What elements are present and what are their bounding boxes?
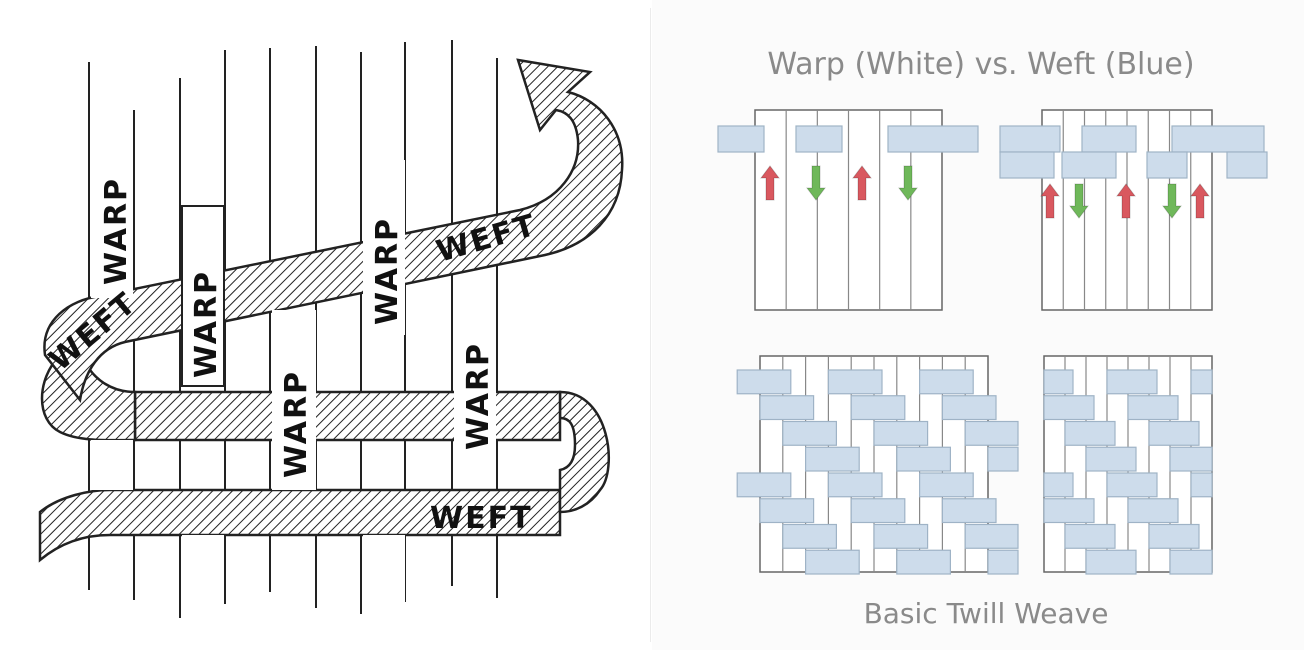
weft-segment bbox=[1128, 396, 1178, 420]
weft-segment bbox=[988, 447, 1018, 471]
weft-segment bbox=[874, 422, 928, 446]
weave-top-right bbox=[1000, 110, 1267, 310]
weft-segment bbox=[1086, 550, 1136, 574]
weft-segment bbox=[942, 499, 996, 523]
twill-bottom-left bbox=[737, 356, 1018, 574]
weft-segment bbox=[1044, 499, 1094, 523]
weft-segment bbox=[988, 550, 1018, 574]
weft-segment bbox=[1170, 447, 1212, 471]
weft-segment bbox=[1044, 370, 1073, 394]
warp-label: WARP bbox=[279, 370, 314, 478]
warp-label: WARP bbox=[99, 177, 134, 285]
weft-segment bbox=[1227, 152, 1267, 178]
weft-segment bbox=[796, 126, 842, 152]
weft-segment bbox=[1170, 550, 1212, 574]
panel-divider bbox=[650, 8, 651, 642]
weft-segment bbox=[920, 473, 974, 497]
weft-segment bbox=[897, 447, 951, 471]
weft-segment bbox=[828, 370, 882, 394]
weft-segment bbox=[737, 370, 791, 394]
weft-segment bbox=[1044, 396, 1094, 420]
weft-segment bbox=[942, 396, 996, 420]
weft-segment bbox=[851, 499, 905, 523]
twill-bottom-right bbox=[1044, 356, 1212, 574]
weft-segment bbox=[1191, 370, 1212, 394]
weft-segment bbox=[1044, 473, 1073, 497]
weft-segment bbox=[737, 473, 791, 497]
weft-segment bbox=[806, 447, 860, 471]
weft-segment bbox=[1086, 447, 1136, 471]
weft-segment bbox=[760, 396, 814, 420]
diagram-caption: Basic Twill Weave bbox=[864, 597, 1109, 630]
diagram-title: Warp (White) vs. Weft (Blue) bbox=[767, 47, 1194, 82]
twill-weave-diagram: Warp (White) vs. Weft (Blue) Basic Twill… bbox=[652, 0, 1304, 650]
weft-segment bbox=[965, 525, 1018, 549]
weft-segment bbox=[1107, 473, 1157, 497]
weft-segment bbox=[1082, 126, 1136, 152]
weft-segment bbox=[1065, 422, 1115, 446]
warp-label: WARP bbox=[189, 270, 224, 378]
weft-segment bbox=[1000, 126, 1060, 152]
warp-label: WARP bbox=[461, 342, 496, 450]
weft-segment bbox=[718, 126, 764, 152]
weft-segment bbox=[760, 499, 814, 523]
weft-segment bbox=[1172, 126, 1264, 152]
weft-segment bbox=[1065, 525, 1115, 549]
weft-segment bbox=[1000, 152, 1054, 178]
weft-middle-band bbox=[135, 392, 560, 440]
weft-segment bbox=[1062, 152, 1116, 178]
weft-segment bbox=[1191, 473, 1212, 497]
weave-top-left bbox=[718, 110, 978, 310]
weft-segment bbox=[1147, 152, 1187, 178]
weft-segment bbox=[965, 422, 1018, 446]
weft-segment bbox=[1149, 525, 1199, 549]
weft-segment bbox=[888, 126, 978, 152]
weft-segment bbox=[851, 396, 905, 420]
weft-segment bbox=[1149, 422, 1199, 446]
plain-weave-illustration: WARP WARP WARP WARP WARP WEFT WEFT WEFT bbox=[0, 0, 652, 650]
weft-segment bbox=[874, 525, 928, 549]
weft-segment bbox=[783, 422, 837, 446]
weft-segment bbox=[828, 473, 882, 497]
weft-segment bbox=[1128, 499, 1178, 523]
weft-segment bbox=[897, 550, 951, 574]
weft-segment bbox=[783, 525, 837, 549]
weft-segment bbox=[920, 370, 974, 394]
weft-segment bbox=[806, 550, 860, 574]
weft-label: WEFT bbox=[430, 501, 533, 536]
warp-label: WARP bbox=[370, 217, 405, 325]
weft-segment bbox=[1107, 370, 1157, 394]
weft-right-turn bbox=[560, 392, 609, 512]
